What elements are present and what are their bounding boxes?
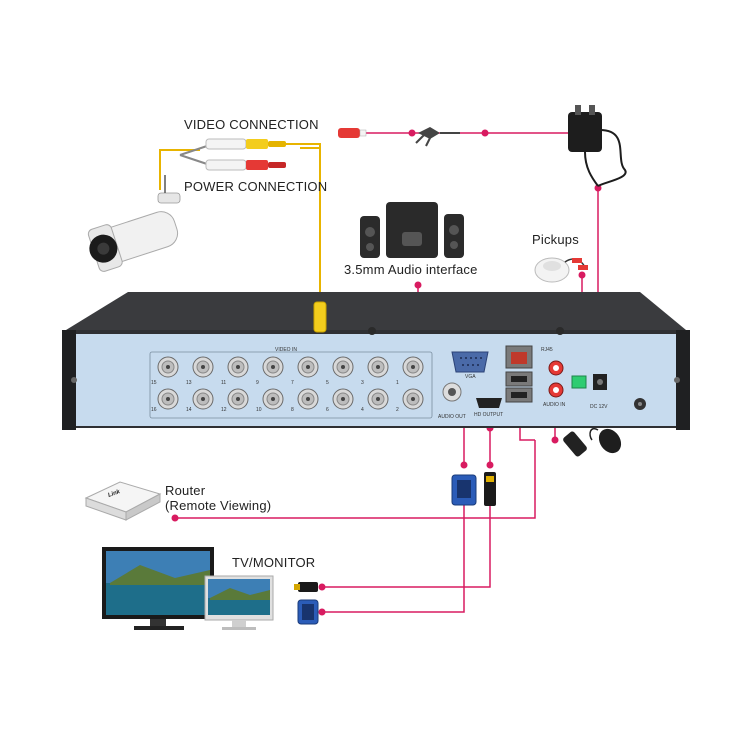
bnc-pin <box>376 365 380 369</box>
bnc-pin <box>201 397 205 401</box>
bnc-row-bottom <box>157 388 424 410</box>
router-line <box>175 440 536 519</box>
dot <box>171 514 179 522</box>
bnc-pin <box>376 397 380 401</box>
bnc-pin <box>271 397 275 401</box>
audio-in-text: AUDIO IN <box>543 402 566 408</box>
adapter-body <box>568 112 602 152</box>
channel-number: 9 <box>256 380 259 386</box>
video-line <box>159 149 200 190</box>
power-connection-label: POWER CONNECTION <box>184 179 328 194</box>
dot <box>318 583 326 591</box>
rs485-terminal <box>571 375 587 389</box>
dot <box>318 608 326 616</box>
dvr-unit <box>62 292 690 430</box>
power-adapter <box>568 105 627 187</box>
video-in-frame <box>149 351 433 419</box>
speaker-right <box>444 214 464 258</box>
bnc-pin <box>201 365 205 369</box>
video-in-plug <box>313 301 327 333</box>
camera-mount <box>157 192 181 204</box>
channel-number: 15 <box>151 380 157 386</box>
speakers <box>360 202 464 258</box>
dot <box>414 281 422 289</box>
dot <box>460 461 468 469</box>
channel-number: 1 <box>396 380 399 386</box>
tv-monitor-label: TV/MONITOR <box>232 555 316 570</box>
bnc-row-top <box>157 356 424 378</box>
bnc-pin <box>271 365 275 369</box>
power-splitter <box>418 127 440 139</box>
bnc-pin <box>236 397 240 401</box>
bnc-pin <box>306 397 310 401</box>
channel-number: 7 <box>291 380 294 386</box>
channel-number: 14 <box>186 407 192 413</box>
bullet-camera <box>87 175 181 272</box>
usb-dongle <box>563 431 587 457</box>
video-in-text: VIDEO IN <box>275 347 297 353</box>
channel-number: 11 <box>221 380 227 386</box>
power-line <box>365 118 586 134</box>
channel-number: 16 <box>151 407 157 413</box>
bnc-pin <box>306 365 310 369</box>
tv-cable-ends <box>294 582 319 625</box>
vga-port[interactable] <box>451 351 489 373</box>
cable-ends <box>451 472 496 506</box>
bnc-pin <box>166 397 170 401</box>
dot <box>486 461 494 469</box>
bnc-pin <box>341 397 345 401</box>
channel-number: 2 <box>396 407 399 413</box>
dc-plug <box>338 128 360 138</box>
channel-number: 10 <box>256 407 262 413</box>
power-plug-white <box>205 159 247 171</box>
hd-output-text: HD OUTPUT <box>474 412 504 418</box>
hdmi-port[interactable] <box>476 398 502 408</box>
bnc-pin <box>411 365 415 369</box>
video-plug-yellow <box>246 139 268 149</box>
audio-out-text: AUDIO OUT <box>438 414 466 420</box>
pickups-label: Pickups <box>532 232 579 247</box>
dot <box>481 129 489 137</box>
tv-hdmi-plug <box>298 582 318 592</box>
channel-number: 4 <box>361 407 364 413</box>
power-plug-red <box>246 160 268 170</box>
vga-text: VGA <box>465 374 476 380</box>
dot <box>578 271 586 279</box>
audio-interface-label: 3.5mm Audio interface <box>344 262 478 277</box>
rj45-text: RJ45 <box>541 347 553 353</box>
channel-number: 13 <box>186 380 192 386</box>
channel-number: 3 <box>361 380 364 386</box>
bnc-pin <box>411 397 415 401</box>
video-plug-white <box>205 138 247 150</box>
bnc-pin <box>341 365 345 369</box>
router-label: Router <box>165 483 206 498</box>
dvr-top <box>66 292 686 330</box>
router-device <box>84 481 162 521</box>
vga-to-monitor <box>322 505 465 613</box>
usb-accessories <box>563 428 622 457</box>
dvr-back-panel <box>74 334 678 426</box>
dot <box>408 129 416 137</box>
camera-lens-inner <box>97 242 110 255</box>
pickup-microphone <box>534 257 588 283</box>
channel-number: 8 <box>291 407 294 413</box>
channel-number: 6 <box>326 407 329 413</box>
video-line-dvr <box>300 147 321 310</box>
mouse <box>598 428 622 454</box>
tv-monitors <box>102 547 274 630</box>
bnc-pin <box>166 365 170 369</box>
router-sublabel: (Remote Viewing) <box>165 498 272 513</box>
subwoofer <box>386 202 438 258</box>
video-connection-label: VIDEO CONNECTION <box>184 117 319 132</box>
channel-number: 5 <box>326 380 329 386</box>
channel-number: 12 <box>221 407 227 413</box>
dot <box>551 436 559 444</box>
rca-connectors <box>179 127 460 171</box>
hdmi-to-monitor <box>322 505 491 588</box>
bnc-pin <box>236 365 240 369</box>
dc-text: DC 12V <box>590 404 608 410</box>
